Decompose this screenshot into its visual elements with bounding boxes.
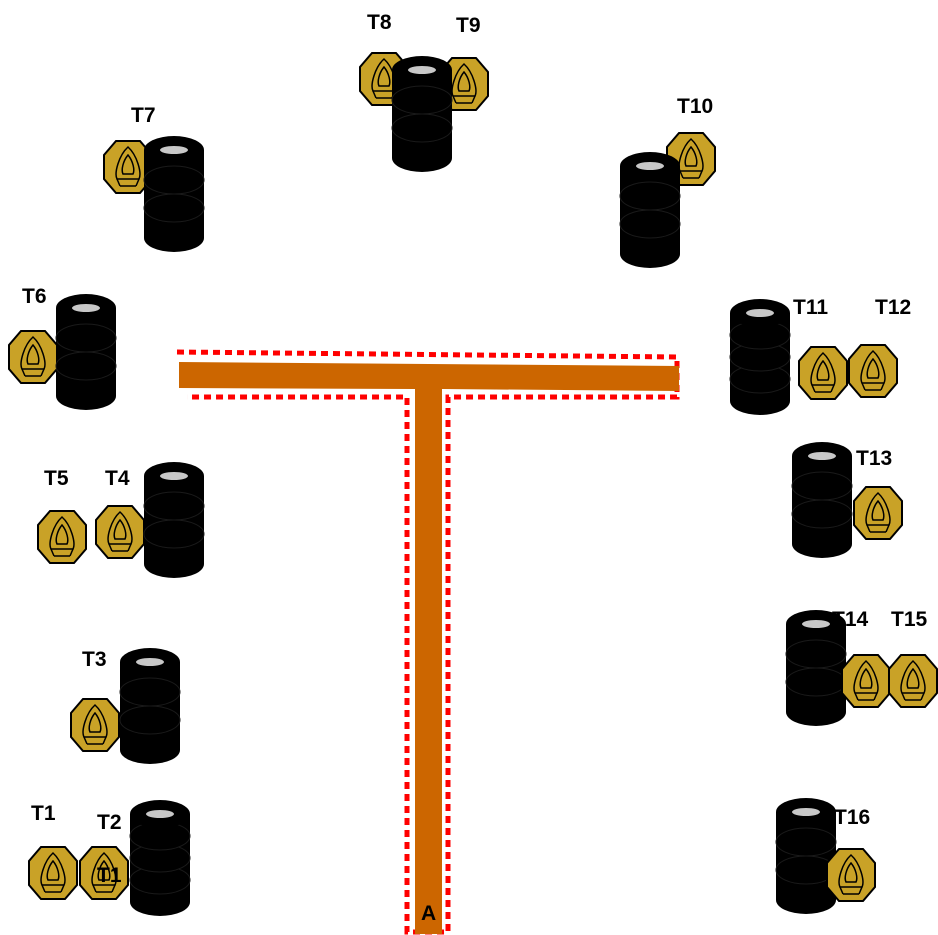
label-t16: T16 — [834, 806, 870, 829]
tire-stack-t3-icon — [119, 647, 181, 765]
label-t7: T7 — [131, 104, 156, 127]
tire-stack-t4-icon — [143, 461, 205, 579]
label-t11: T11 — [793, 296, 828, 319]
label-t10: T10 — [677, 95, 713, 118]
target-t3-icon — [70, 698, 120, 752]
target-t5-icon — [37, 510, 87, 564]
label-t1: T1 — [31, 802, 56, 825]
label-t2: T2 — [97, 811, 122, 834]
label-t14: T14 — [832, 608, 869, 631]
label-t9: T9 — [456, 14, 481, 37]
label-t3: T3 — [82, 648, 107, 671]
label-t5: T5 — [44, 467, 69, 490]
tire-stack-t13-icon — [791, 441, 853, 559]
target-t16-icon — [826, 848, 876, 902]
tire-stack-t6-icon — [55, 293, 117, 411]
target-t6-icon — [8, 330, 58, 384]
label-t6: T6 — [22, 285, 47, 308]
label-t12: T12 — [875, 296, 911, 319]
label-start-a: A — [421, 902, 436, 925]
label-t4: T4 — [105, 467, 130, 490]
tire-stack-t8-icon — [391, 55, 453, 173]
target-t15-icon — [888, 654, 938, 708]
target-t14-icon — [841, 654, 891, 708]
tire-stack-t7-icon — [143, 135, 205, 253]
target-t4-icon — [95, 505, 145, 559]
path-fill — [179, 362, 679, 934]
target-t12-icon — [848, 344, 898, 398]
label-t13: T13 — [856, 447, 892, 470]
path-t-shape — [176, 349, 680, 935]
label-t1-overlay: T1 — [97, 864, 122, 887]
target-t11-icon — [798, 346, 848, 400]
target-t13-icon — [853, 486, 903, 540]
target-t1-icon — [28, 846, 78, 900]
tire-stack-t11-icon — [729, 298, 791, 416]
label-t8: T8 — [367, 11, 392, 34]
label-t15: T15 — [891, 608, 928, 631]
path-border — [176, 349, 680, 935]
tire-stack-t16-icon — [775, 797, 837, 915]
tire-stack-t10-icon — [619, 151, 681, 269]
tire-stack-t2-icon — [129, 799, 191, 917]
